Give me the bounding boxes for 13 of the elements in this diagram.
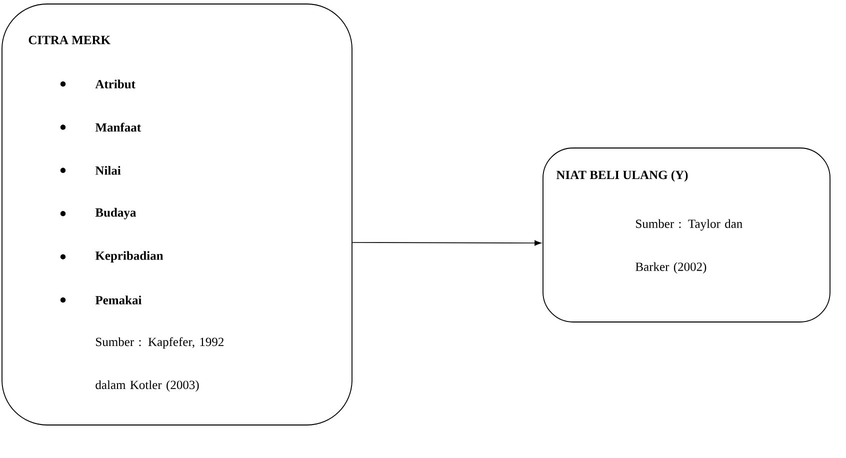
list-item: Pemakai (95, 296, 142, 304)
arrow (352, 240, 542, 246)
source-text: Sumber : Taylor dan Barker (2002) (636, 219, 742, 274)
rounded-box (542, 148, 830, 322)
list-item: Manfaat (95, 122, 141, 132)
heading: CITRA MERK (28, 36, 110, 44)
list-item: Nilai (95, 166, 121, 175)
source-text: Sumber : Kapfefer, 1992 dalam Kotler (2003) (96, 337, 224, 392)
heading: NIAT BELI ULANG (Y) (556, 170, 688, 182)
list-item: Budaya (95, 208, 136, 220)
list-item: Kepribadian (95, 251, 164, 262)
rounded-box (2, 4, 352, 426)
list-item: Atribut (95, 80, 136, 88)
